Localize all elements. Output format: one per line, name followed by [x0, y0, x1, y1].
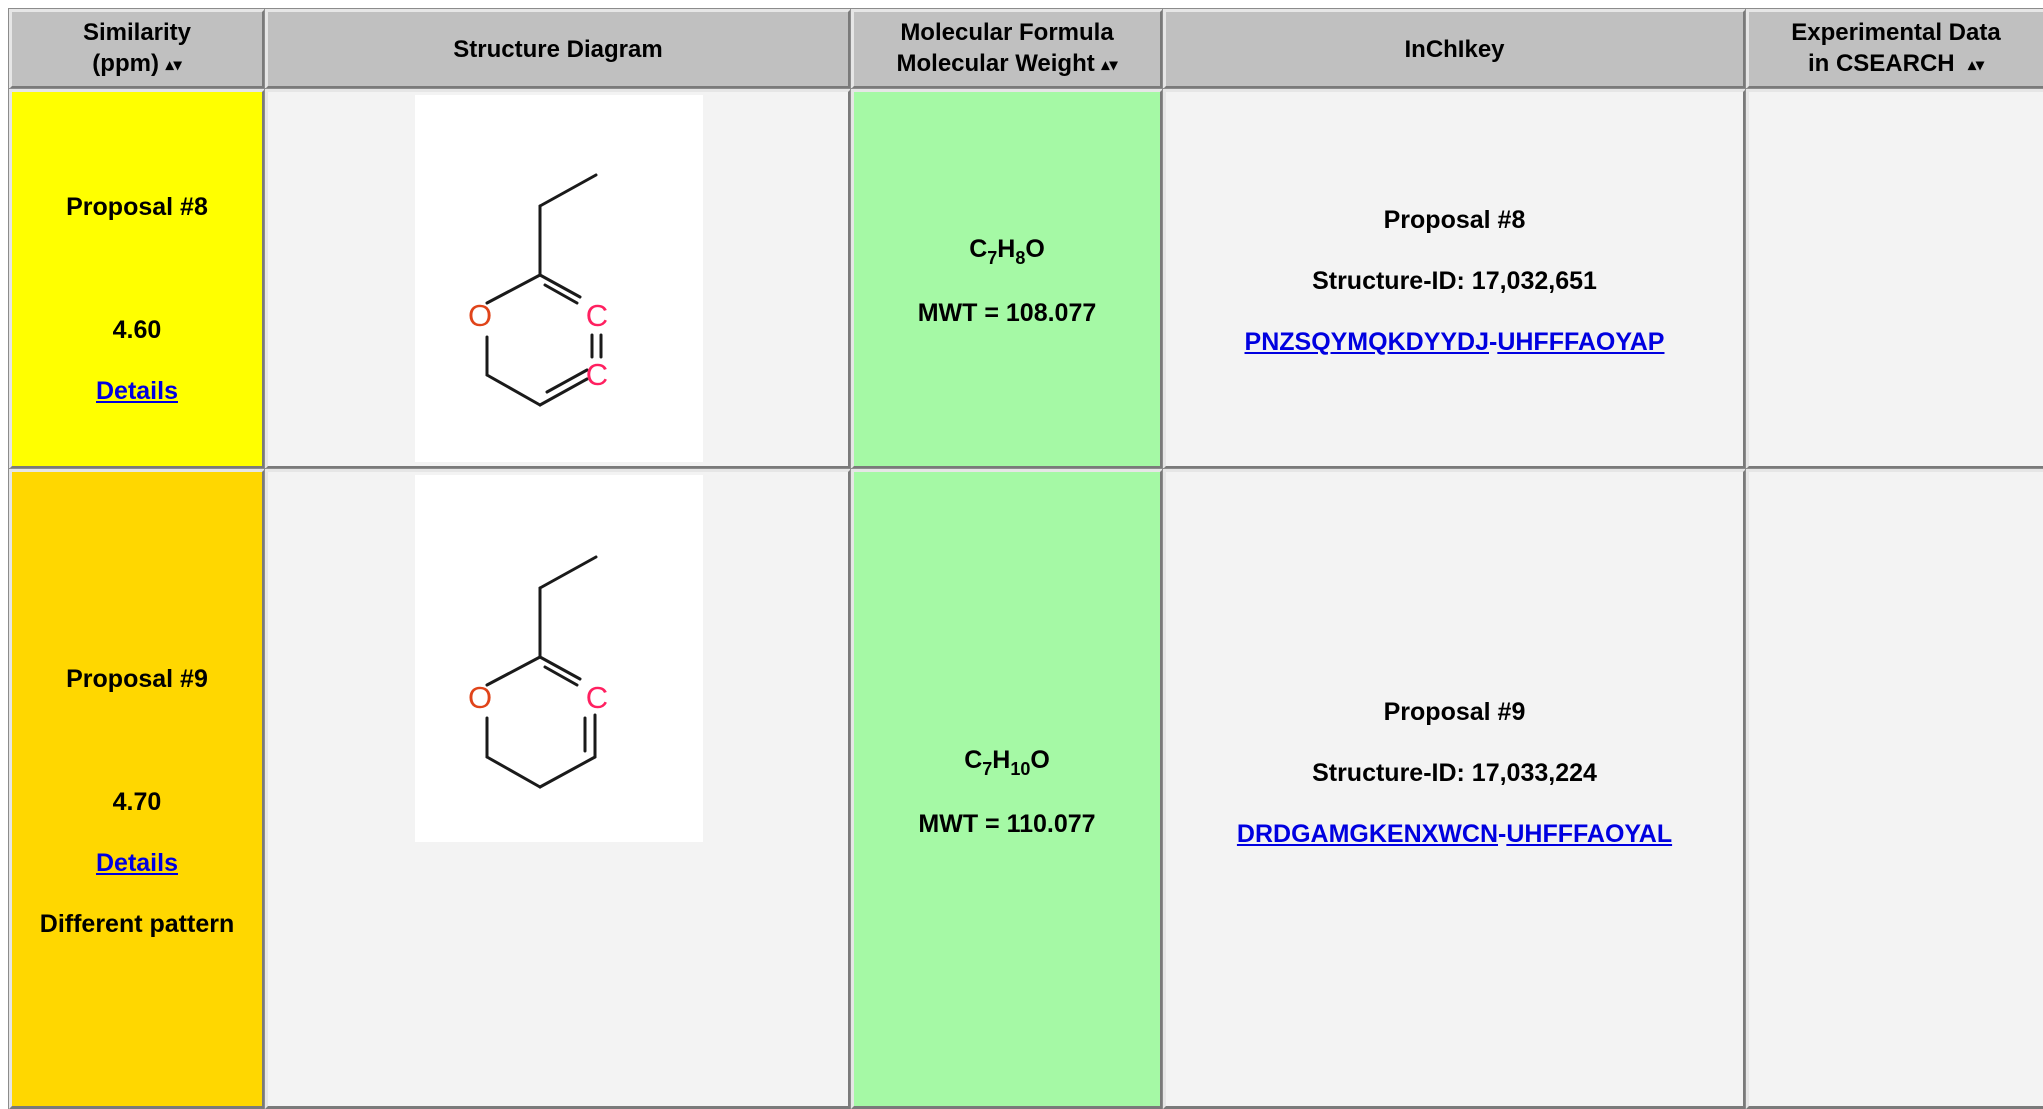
molecular-formula: C7H8O [969, 235, 1045, 268]
similarity-score: 4.70 [112, 788, 162, 816]
header-inchikey-label: InChIkey [1404, 35, 1505, 63]
molecular-weight: MWT = 110.077 [918, 810, 1096, 838]
inchikey-part2-link[interactable]: UHFFFAOYAL [1506, 820, 1673, 848]
carbon-atom-label: C [586, 298, 608, 333]
experimental-cell [1745, 468, 2043, 1109]
header-similarity[interactable]: Similarity (ppm) ▴▾ [8, 8, 266, 90]
structure-cell: O C [264, 468, 852, 1109]
details-link[interactable]: Details [96, 849, 178, 877]
molecular-formula: C7H10O [964, 746, 1050, 779]
similarity-cell: Proposal #8 4.60 Details [8, 88, 266, 470]
molecular-weight: MWT = 108.077 [917, 299, 1097, 327]
structure-diagram-image[interactable]: O C C [415, 95, 703, 462]
structure-cell: O C C [264, 88, 852, 470]
sort-arrows-icon[interactable]: ▴▾ [1101, 57, 1118, 74]
header-similarity-unit: (ppm) [92, 50, 159, 77]
inchikey-links: PNZSQYMQKDYYDJ-UHFFFAOYAP [1245, 328, 1665, 357]
inchikey-links: DRDGAMGKENXWCN-UHFFFAOYAL [1237, 820, 1672, 849]
sort-arrows-icon[interactable]: ▴▾ [1967, 57, 1985, 74]
structure-diagram-image[interactable]: O C [415, 475, 703, 842]
inchikey-part1-link[interactable]: PNZSQYMQKDYYDJ [1244, 328, 1489, 356]
proposal-title: Proposal #8 [66, 193, 208, 221]
proposal-title: Proposal #9 [1383, 698, 1526, 726]
header-experimental-label: Experimental Data [1791, 19, 2001, 46]
formula-cell: C7H8O MWT = 108.077 [850, 88, 1164, 470]
molecule-drawing: O C C [468, 173, 608, 407]
structure-id: Structure-ID: 17,032,651 [1312, 267, 1597, 295]
molecule-drawing: O C [468, 555, 608, 789]
experimental-cell [1745, 88, 2043, 470]
oxygen-atom-label: O [468, 298, 492, 333]
header-experimental-data[interactable]: Experimental Data in CSEARCH ▴▾ [1745, 8, 2043, 90]
inchikey-part2-link[interactable]: UHFFFAOYAP [1497, 328, 1665, 356]
carbon-atom-label: C [586, 357, 608, 392]
inchikey-separator: - [1489, 328, 1498, 356]
similarity-cell: Proposal #9 4.70 Details Different patte… [8, 468, 266, 1109]
proposal-title: Proposal #8 [1383, 206, 1526, 234]
oxygen-atom-label: O [468, 680, 492, 715]
header-formula-weight[interactable]: Molecular Formula Molecular Weight ▴▾ [850, 8, 1164, 90]
carbon-atom-label: C [586, 680, 608, 715]
pattern-note: Different pattern [39, 910, 235, 938]
inchikey-cell: Proposal #8 Structure-ID: 17,032,651 PNZ… [1162, 88, 1747, 470]
similarity-score: 4.60 [112, 316, 162, 344]
header-formula-label: Molecular Formula [900, 19, 1114, 46]
header-structure-diagram: Structure Diagram [264, 8, 852, 90]
header-similarity-label: Similarity [82, 19, 192, 46]
formula-cell: C7H10O MWT = 110.077 [850, 468, 1164, 1109]
inchikey-separator: - [1498, 820, 1507, 848]
header-csearch-label: in CSEARCH [1807, 50, 1955, 77]
header-structure-label: Structure Diagram [453, 35, 663, 63]
inchikey-cell: Proposal #9 Structure-ID: 17,033,224 DRD… [1162, 468, 1747, 1109]
header-inchikey: InChIkey [1162, 8, 1747, 90]
structure-id: Structure-ID: 17,033,224 [1312, 759, 1597, 787]
header-weight-label: Molecular Weight [896, 50, 1095, 77]
inchikey-part1-link[interactable]: DRDGAMGKENXWCN [1236, 820, 1499, 848]
sort-arrows-icon[interactable]: ▴▾ [165, 57, 182, 74]
proposal-title: Proposal #9 [66, 665, 208, 693]
details-link[interactable]: Details [96, 377, 178, 405]
